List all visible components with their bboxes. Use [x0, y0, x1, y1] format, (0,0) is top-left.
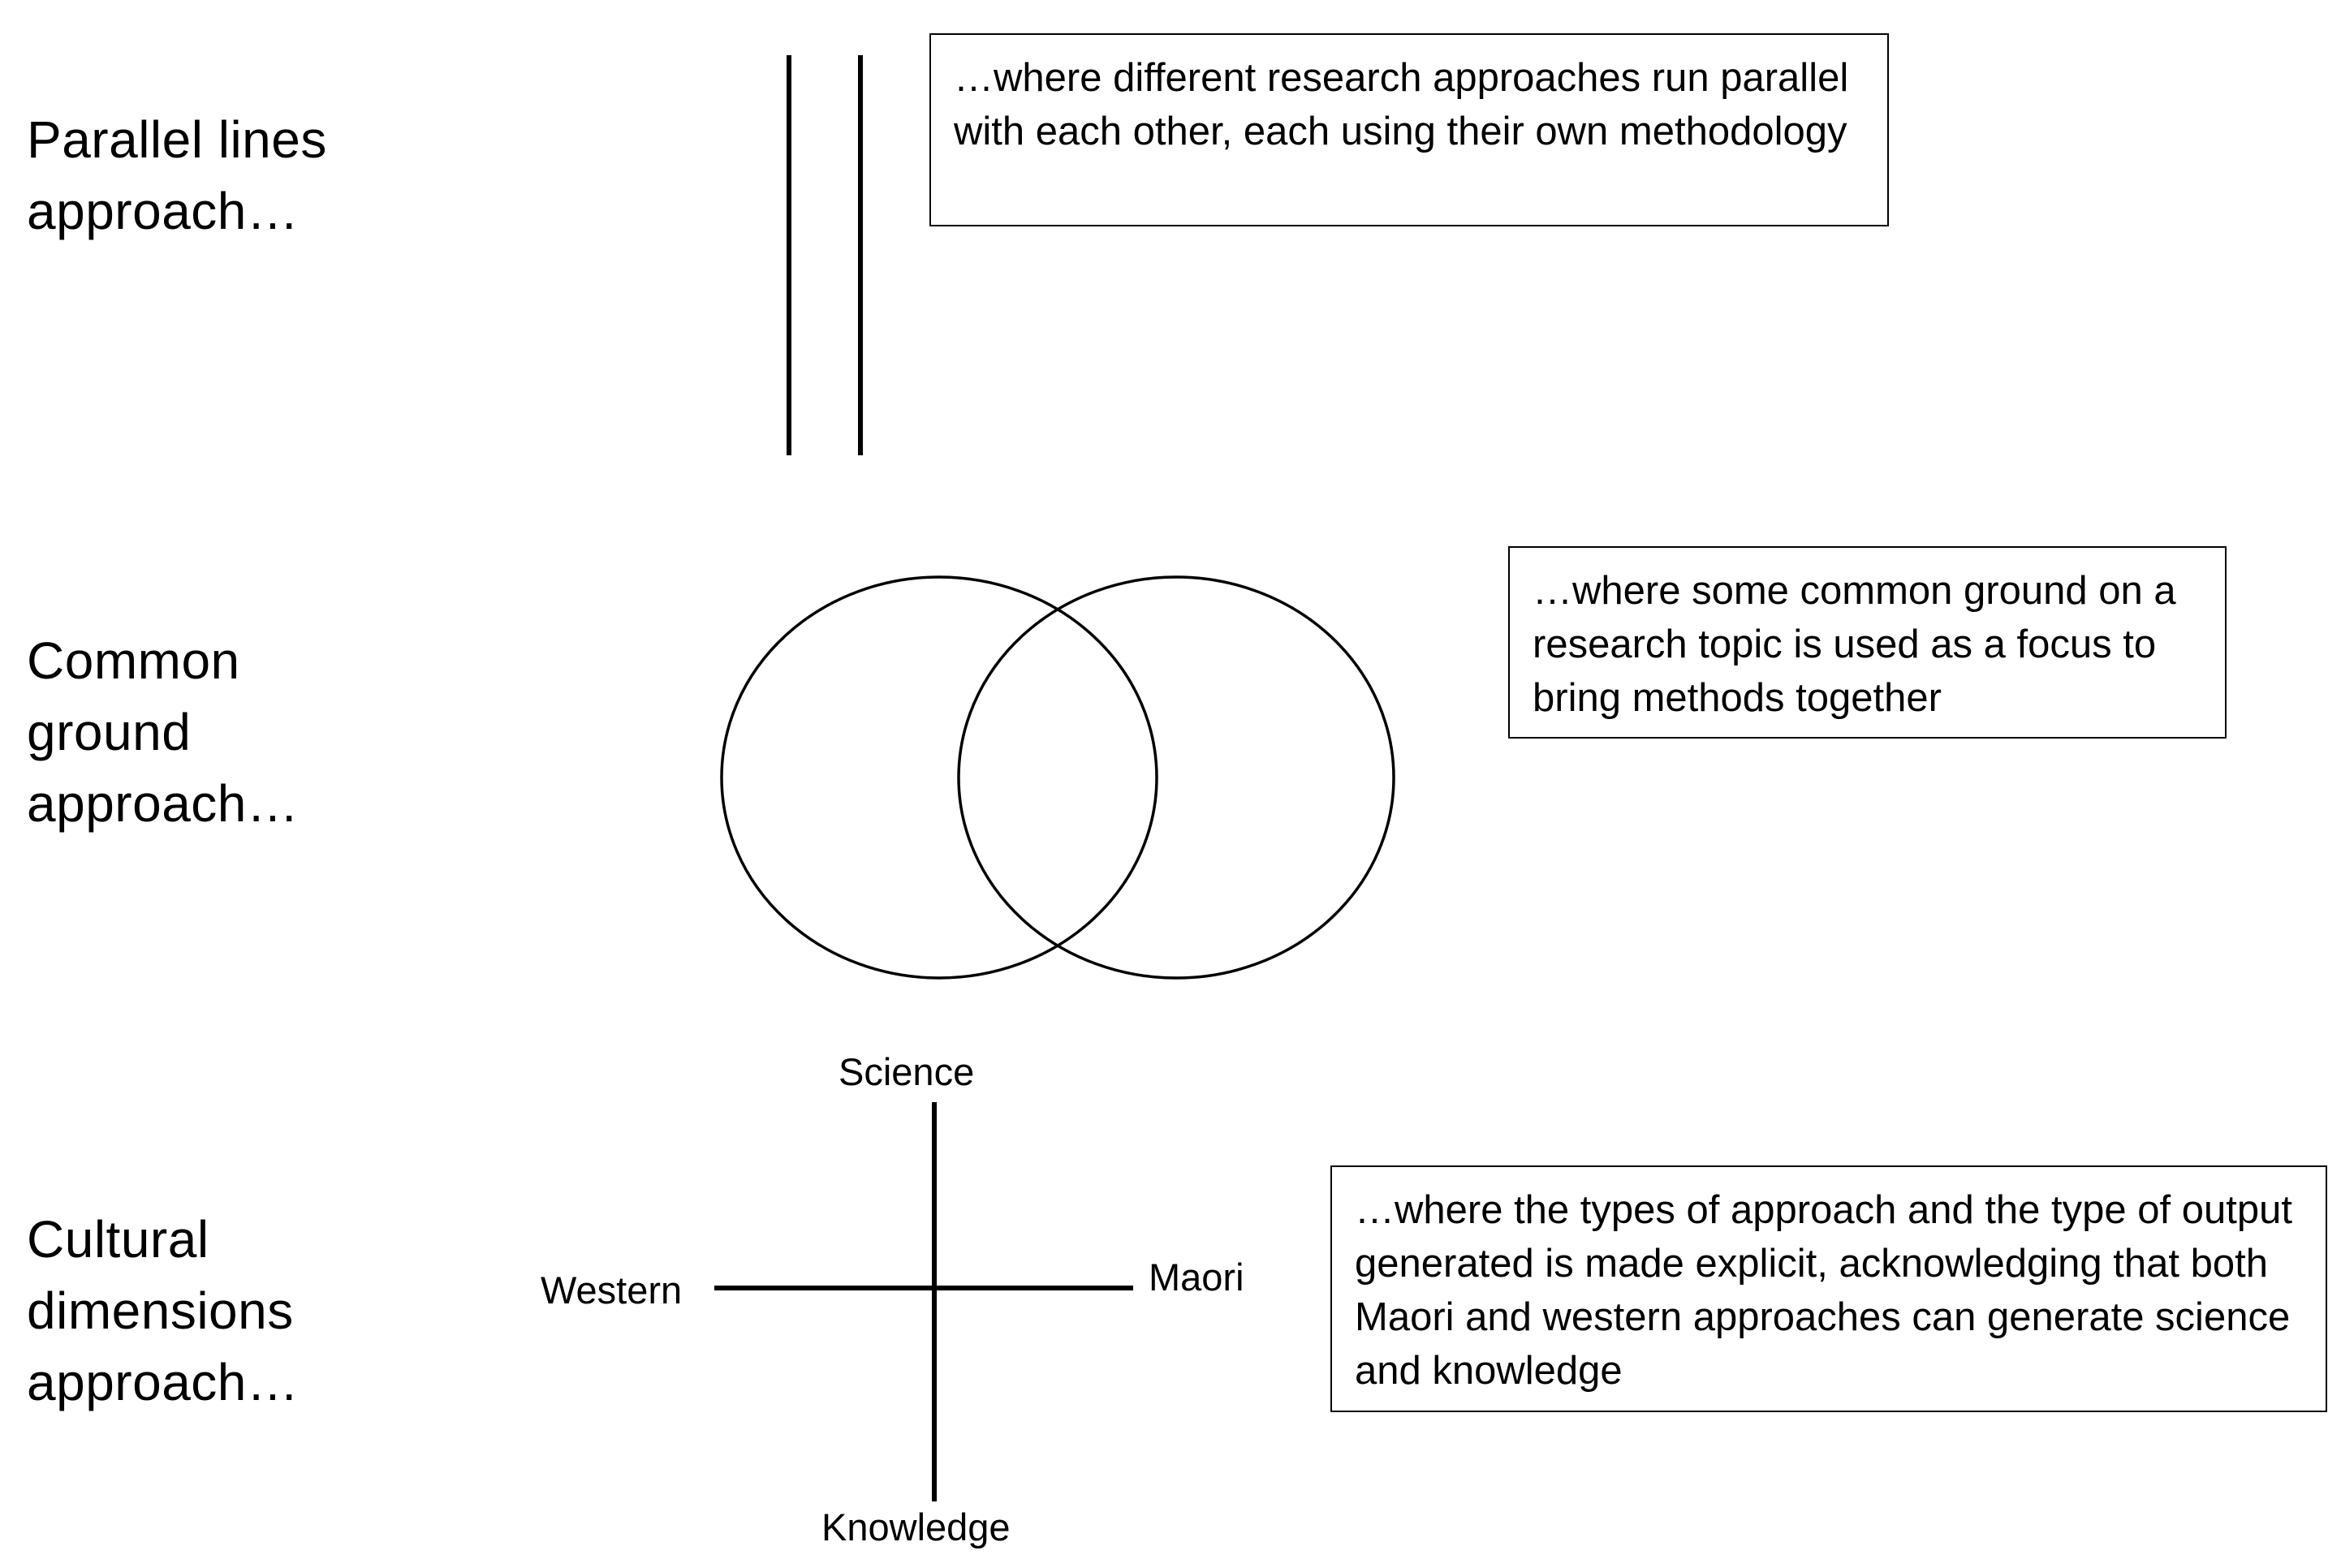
axis-label-science: Science	[839, 1050, 975, 1093]
axis-label-maori: Maori	[1149, 1256, 1244, 1299]
cultural-dimensions-description: …where the types of approach and the typ…	[1330, 1165, 2327, 1412]
parallel-lines-title: Parallel lines approach…	[27, 110, 327, 240]
cultural-dimensions-title: Cultural dimensions approach…	[27, 1210, 300, 1411]
venn-circle-left	[720, 575, 1158, 980]
common-ground-title: Common ground approach…	[27, 631, 300, 833]
venn-circle-right	[957, 575, 1395, 980]
axis-label-western: Western	[541, 1269, 683, 1312]
common-ground-description: …where some common ground on a research …	[1508, 546, 2227, 739]
parallel-lines-description: …where different research approaches run…	[929, 33, 1889, 226]
axis-label-knowledge: Knowledge	[821, 1506, 1011, 1549]
